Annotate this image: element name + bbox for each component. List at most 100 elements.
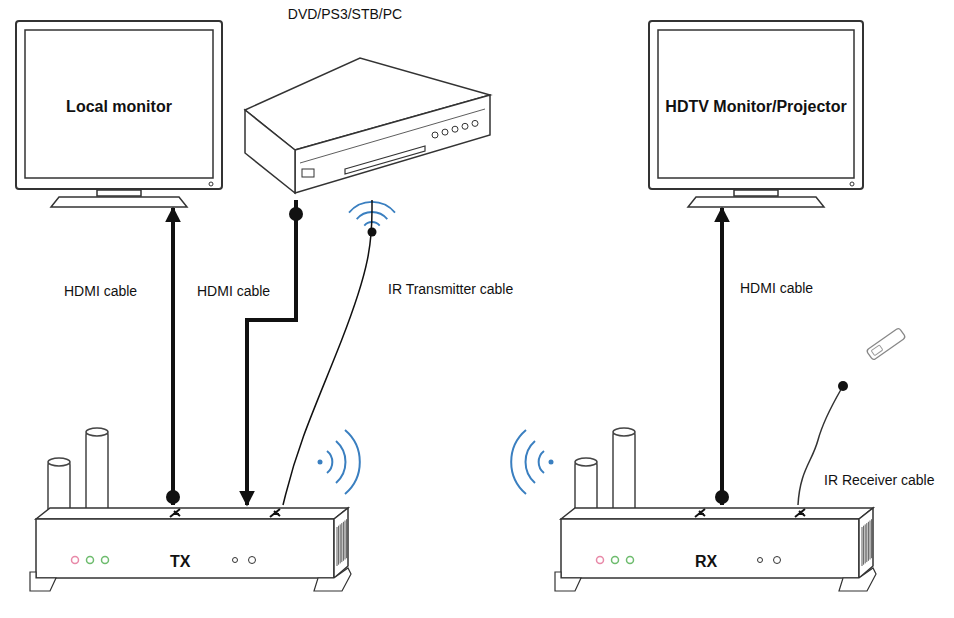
monitor-base [688,197,824,207]
mount-tab [839,568,876,591]
unit-top [561,508,873,519]
monitor-base [51,197,187,207]
cable-label: HDMI cable [738,280,815,296]
ir-receiver-eye [871,345,883,356]
wireless-wave [539,451,544,473]
monitor-screen [25,30,213,178]
cable-label: IR Receiver cable [822,472,937,488]
port-symbol [695,509,705,517]
wireless-wave [327,451,332,473]
button [233,558,238,563]
player-display [302,169,314,177]
source-device-shape [240,5,492,200]
connector-line [720,208,724,505]
cable-label: IR Transmitter cable [386,281,515,297]
antenna-top [613,428,635,436]
disc-slot [345,146,425,174]
button [758,558,763,563]
antenna [613,432,635,517]
cable-end-dot [289,207,303,221]
status-led [102,557,109,564]
device-heading: DVD/PS3/STB/PC [288,6,402,22]
ir-receiver [866,328,906,361]
status-led [597,557,604,564]
cable-end-dot [838,381,848,391]
unit-side [859,508,873,578]
wireless-wave [526,441,535,483]
vent-slot [871,519,872,558]
button [249,557,256,564]
local-monitor: Local monitor [15,20,223,208]
vent-slot [868,522,869,561]
vent-slot [340,524,341,563]
mount-tab [30,572,56,591]
player-button [462,123,468,129]
wireless-wave [336,441,345,483]
vent-slot [337,527,338,566]
cable-label: HDMI cable [195,283,272,299]
vent-slot [863,526,864,565]
unit-top [36,508,348,519]
monitor-label: HDTV Monitor/Projector [665,98,846,116]
cable-end-dot [715,490,729,504]
source-device: DVD/PS3/STB/PC [240,5,492,200]
wireless-dot [318,460,323,465]
monitor-bezel [649,21,863,189]
rx-unit: RX [555,505,877,592]
status-led [627,557,634,564]
antenna-top [48,458,70,466]
monitor-bezel [16,21,222,189]
connector-line [283,200,372,505]
player-button [452,126,458,132]
antenna-top [575,458,597,466]
antenna [86,432,108,517]
player-side [245,110,295,193]
unit-label: TX [170,553,190,571]
vent-slot [866,523,867,562]
status-led [612,557,619,564]
player-front [295,95,490,193]
port-symbol [270,509,280,517]
mount-tab [314,568,351,591]
wireless-wave [511,430,526,494]
unit-front [36,519,334,578]
unit-label: RX [695,553,717,571]
wireless-wave [345,430,360,494]
tx-unit: TX [30,505,352,592]
vent-slot [346,519,347,558]
status-led [72,557,79,564]
vent-slot [345,521,346,560]
vent-slot [865,524,866,563]
player-button [442,129,448,135]
antenna-top [86,428,108,436]
port-symbol [170,509,180,517]
vent-slot [341,523,342,562]
hdtv-monitor: HDTV Monitor/Projector [648,20,864,208]
player-button [432,132,438,138]
wireless-dot [549,460,554,465]
monitor-screen [658,30,854,178]
vent-slot [862,527,863,566]
unit-side [334,508,348,578]
port-symbol [795,509,805,517]
connector-line [247,200,296,505]
status-led [87,557,94,564]
cable-end-dot [166,490,180,504]
rx-unit-shape [555,505,877,592]
power-led [850,182,854,186]
mount-tab [555,572,581,591]
ir-transmitter-cable [283,200,372,505]
vent-slot [343,522,344,561]
unit-front [561,519,859,578]
cable-label: HDMI cable [62,283,139,299]
ir-receiver-body [866,328,906,361]
monitor-neck [97,190,141,196]
power-led [209,182,213,186]
connector-line [171,208,175,505]
hdmi-cable [247,200,303,505]
monitor-label: Local monitor [66,98,172,116]
tx-unit-shape [30,505,352,592]
